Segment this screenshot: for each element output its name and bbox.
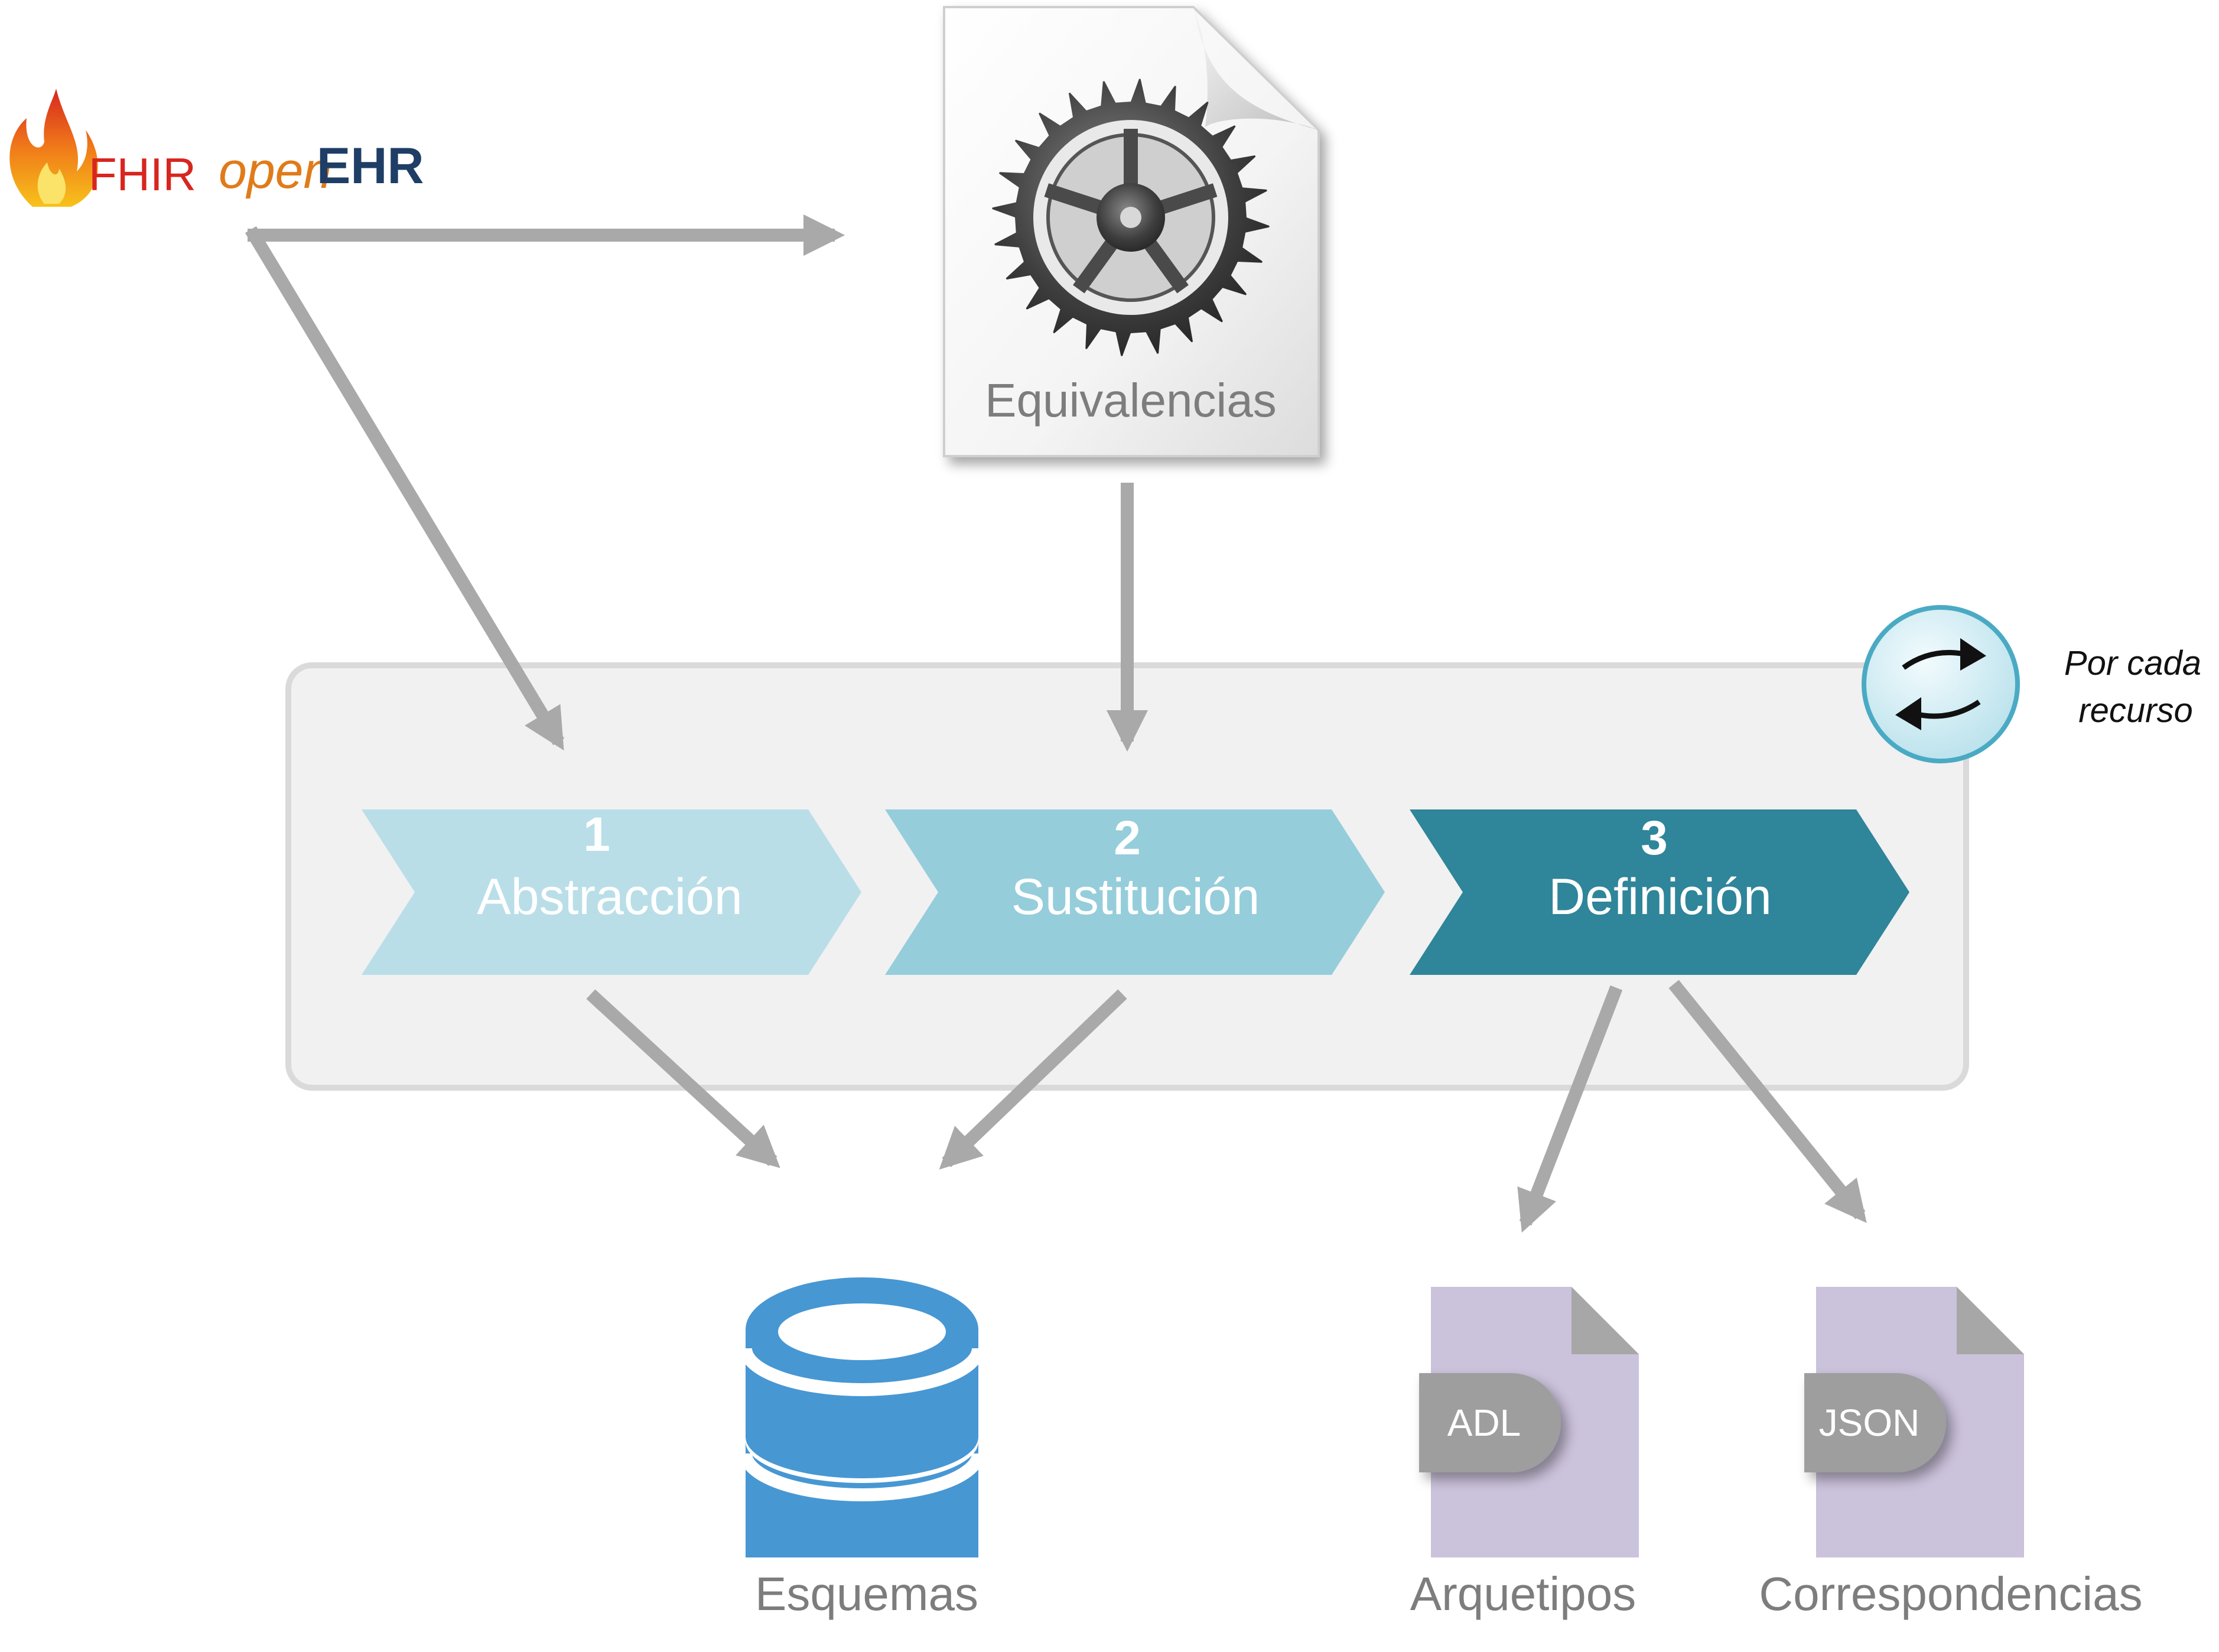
step-2-chevron	[885, 809, 1385, 975]
openehr-logo-ehr: EHR	[317, 138, 424, 194]
database-icon	[739, 1277, 985, 1557]
loop-label-line2: recurso	[2078, 691, 2192, 730]
arrows	[245, 214, 1867, 1233]
step-1-number: 1	[583, 808, 610, 861]
correspondencias-file: JSON	[1804, 1287, 2024, 1557]
loop-label-line1: Por cada	[2064, 644, 2201, 682]
arquetipos-label: Arquetipos	[1410, 1568, 1636, 1620]
step-abstraccion: 1 Abstracción	[362, 808, 861, 975]
step-1-label: Abstracción	[477, 869, 742, 925]
arrow-sustitucion-to-esquemas	[939, 989, 1127, 1170]
equivalencias-label: Equivalencias	[985, 374, 1277, 427]
gear-icon	[992, 79, 1270, 356]
arrow-definicion-to-correspondencias	[1668, 980, 1867, 1223]
loop-arrows-icon	[1862, 605, 2020, 763]
arquetipos-file: ADL	[1419, 1287, 1639, 1557]
arrow-logo-to-abstraccion	[245, 226, 565, 751]
loop-indicator	[1862, 605, 2020, 763]
json-tag: JSON	[1819, 1401, 1920, 1444]
correspondencias-label: Correspondencias	[1759, 1568, 2142, 1620]
openehr-logo: open EHR	[219, 138, 424, 199]
arrow-definicion-to-arquetipos	[1517, 985, 1623, 1233]
step-3-chevron	[1410, 809, 1909, 975]
step-3-label: Definición	[1548, 869, 1772, 925]
step-2-label: Sustitución	[1011, 869, 1260, 925]
step-3-number: 3	[1641, 811, 1668, 865]
step-sustitucion: 2 Sustitución	[885, 809, 1385, 975]
fhir-logo: FHIR	[9, 89, 196, 207]
step-1-chevron	[362, 809, 861, 975]
arrow-abstraccion-to-esquemas	[586, 989, 780, 1169]
step-definicion: 3 Definición	[1410, 809, 1909, 975]
openehr-logo-open: open	[219, 142, 331, 199]
fhir-flame-icon	[9, 89, 98, 207]
esquemas-label: Esquemas	[755, 1568, 978, 1620]
adl-tag: ADL	[1447, 1401, 1521, 1444]
step-2-number: 2	[1114, 811, 1141, 865]
fhir-logo-text: FHIR	[89, 148, 196, 200]
